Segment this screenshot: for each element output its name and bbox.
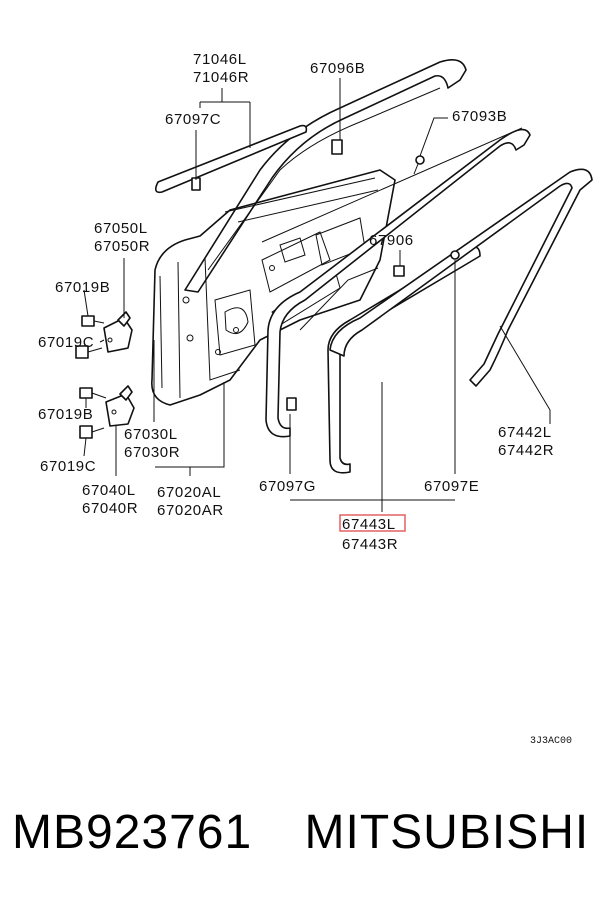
door-weatherstrip (329, 168, 593, 387)
bolt-67019c-1 (75, 345, 103, 359)
label-67443l: 67443L (342, 516, 396, 533)
manufacturer: MITSUBISHI (304, 806, 590, 859)
label-67050r: 67050R (94, 238, 150, 255)
label-67020al: 67020AL (157, 484, 221, 501)
clip-67097g (286, 397, 297, 411)
label-71046r: 71046R (193, 69, 249, 86)
label-67906: 67906 (369, 232, 414, 249)
footer: MB923761 MITSUBISHI (12, 805, 589, 860)
bolt-67019b-2 (79, 387, 107, 399)
label-67093b: 67093B (452, 108, 507, 125)
label-67019c-2: 67019C (40, 458, 96, 475)
label-67442l: 67442L (498, 424, 552, 441)
label-71046l: 71046L (193, 51, 247, 68)
clip-67906 (393, 265, 405, 277)
bolt-67019c-2 (79, 425, 105, 439)
label-67097e: 67097E (424, 478, 479, 495)
label-67040l: 67040L (82, 482, 136, 499)
label-67442r: 67442R (498, 442, 554, 459)
label-67020ar: 67020AR (157, 502, 224, 519)
label-67019c-1: 67019C (38, 334, 94, 351)
belt-weatherstrip (154, 124, 308, 194)
highlight-box (339, 514, 406, 532)
part-number: MB923761 (12, 806, 253, 859)
label-67030r: 67030R (124, 444, 180, 461)
bolt-67019b-1 (81, 315, 105, 327)
label-67096b: 67096B (310, 60, 365, 77)
label-67050l: 67050L (94, 220, 148, 237)
label-67097g: 67097G (259, 478, 316, 495)
clip-67096b (331, 139, 343, 155)
label-67030l: 67030L (124, 426, 178, 443)
label-67097c: 67097C (165, 111, 221, 128)
label-67040r: 67040R (82, 500, 138, 517)
clip-67097e (450, 250, 460, 260)
diagram-code: 3J3AC00 (530, 736, 572, 747)
label-67019b-2: 67019B (38, 406, 93, 423)
opening-weatherstrip (265, 128, 531, 438)
label-67019b-1: 67019B (55, 279, 110, 296)
label-67443r: 67443R (342, 536, 398, 553)
hinge-upper (103, 311, 133, 353)
hinge-lower (105, 385, 135, 427)
